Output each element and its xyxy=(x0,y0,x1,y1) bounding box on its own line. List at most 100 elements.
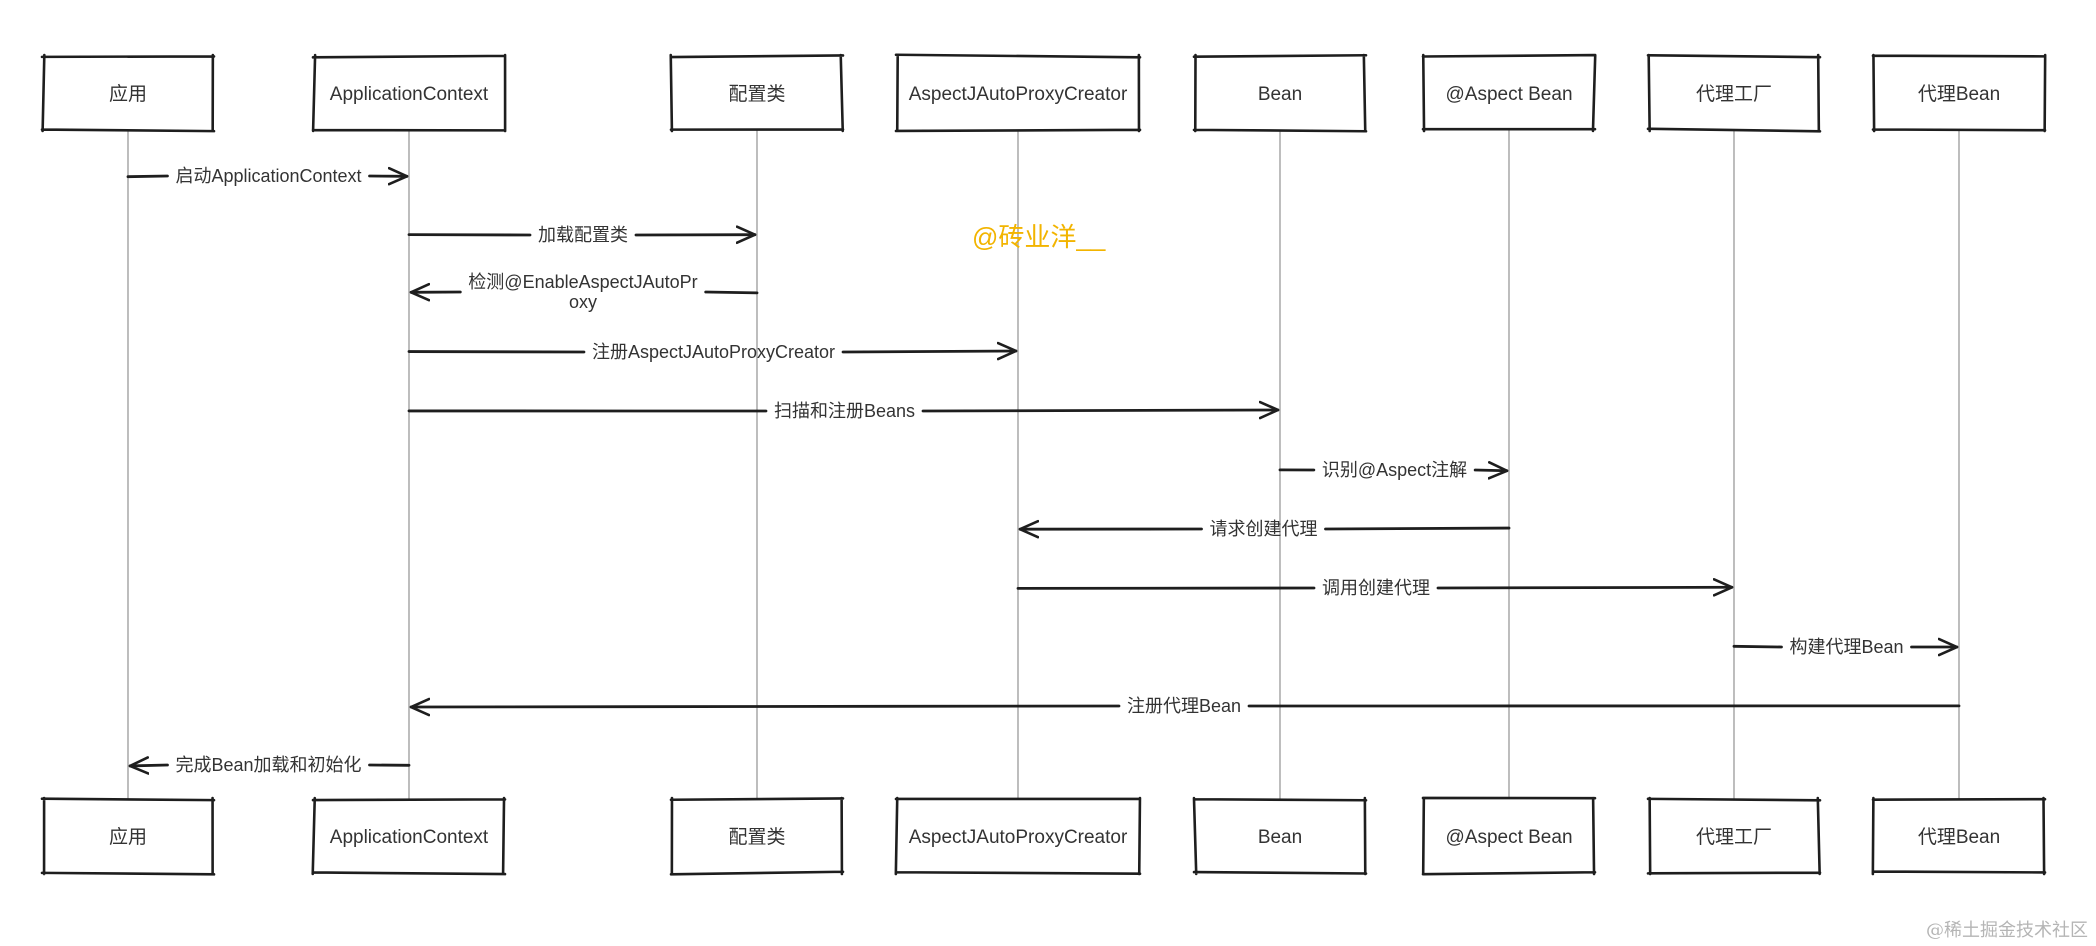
participant-box-fill xyxy=(43,56,213,130)
message-label: 识别@Aspect注解 xyxy=(1322,460,1467,480)
participant-label: 代理工厂 xyxy=(1696,83,1772,105)
participant-box-border xyxy=(669,796,845,876)
participant-box-fill xyxy=(1874,56,2044,130)
message-11: 完成Bean加载和初始化 xyxy=(128,755,411,775)
participant-box-border xyxy=(1192,796,1368,876)
participant-label: Bean xyxy=(1258,84,1302,105)
message-label: 请求创建代理 xyxy=(1210,519,1318,539)
participant-label: 应用 xyxy=(109,826,147,848)
message-arrow xyxy=(409,706,1121,707)
participant-box-border xyxy=(311,796,507,876)
participant-label: AspectJAutoProxyCreator xyxy=(909,84,1128,105)
participant-apc-top: AspectJAutoProxyCreator xyxy=(894,53,1142,133)
participant-box-fill xyxy=(314,799,504,873)
message-arrow xyxy=(128,765,169,766)
participant-label: ApplicationContext xyxy=(330,827,489,848)
message-arrow xyxy=(1473,470,1509,471)
message-4: 注册AspectJAutoProxyCreator xyxy=(407,342,1018,362)
message-6: 识别@Aspect注解 xyxy=(1278,460,1509,480)
message-label: 加载配置类 xyxy=(538,225,628,245)
participant-box-border xyxy=(1871,53,2047,133)
message-line xyxy=(1324,526,1511,531)
participant-box-border xyxy=(40,53,216,133)
participant-label: 配置类 xyxy=(728,83,785,105)
participant-cfg-top: 配置类 xyxy=(669,53,845,133)
participant-box-fill xyxy=(1195,56,1365,130)
message-9: 构建代理Bean xyxy=(1732,637,1959,657)
message-arrow xyxy=(1436,587,1734,588)
message-label: 构建代理Bean xyxy=(1789,637,1903,657)
participant-box-border xyxy=(311,53,507,133)
message-label: 检测@EnableAspectJAutoPr xyxy=(468,272,697,292)
participant-proxy-top: 代理Bean xyxy=(1871,53,2047,133)
participant-label: AspectJAutoProxyCreator xyxy=(909,827,1128,848)
participant-box-fill xyxy=(1649,56,1819,130)
participant-label: ApplicationContext xyxy=(330,84,489,105)
message-2: 加载配置类 xyxy=(407,225,757,245)
participant-box-fill xyxy=(43,799,213,873)
participant-ctx-bottom: ApplicationContext xyxy=(311,796,507,876)
participant-app-bottom: 应用 xyxy=(40,796,216,876)
participant-label: 代理Bean xyxy=(1918,826,2000,848)
message-label: 注册代理Bean xyxy=(1127,696,1241,716)
participant-factory-top: 代理工厂 xyxy=(1646,53,1822,133)
participant-box-fill xyxy=(897,56,1139,130)
participant-factory-bottom: 代理工厂 xyxy=(1646,796,1822,876)
message-label: 调用创建代理 xyxy=(1322,578,1430,598)
participant-app-top: 应用 xyxy=(40,53,216,133)
participant-label: 配置类 xyxy=(728,826,785,848)
participant-proxy-bottom: 代理Bean xyxy=(1871,796,2047,876)
participant-label: @Aspect Bean xyxy=(1445,827,1572,848)
participant-aspect-bottom: @Aspect Bean xyxy=(1421,796,1597,876)
message-line xyxy=(1732,644,1783,649)
participant-box-fill xyxy=(897,799,1139,873)
message-1: 启动ApplicationContext xyxy=(126,166,409,186)
participant-box-border xyxy=(1646,53,1822,133)
participant-box-fill xyxy=(1424,56,1594,130)
watermark-label: @砖业洋__ xyxy=(972,222,1106,252)
message-label: 扫描和注册Beans xyxy=(774,401,915,421)
participant-box-fill xyxy=(672,56,842,130)
participant-aspect-top: @Aspect Bean xyxy=(1421,53,1597,133)
participant-box-fill xyxy=(672,799,842,873)
footer-credit: @稀土掘金技术社区 xyxy=(1926,920,2088,941)
participant-ctx-top: ApplicationContext xyxy=(311,53,507,133)
participant-box-border xyxy=(894,53,1142,133)
message-label: 启动ApplicationContext xyxy=(175,166,361,186)
participant-box-border xyxy=(1646,796,1822,876)
participant-label: Bean xyxy=(1258,827,1302,848)
message-label: 完成Bean加载和初始化 xyxy=(175,755,361,775)
message-line xyxy=(704,290,759,295)
participant-box-fill xyxy=(1874,799,2044,873)
participant-cfg-bottom: 配置类 xyxy=(669,796,845,876)
message-8: 调用创建代理 xyxy=(1016,578,1734,598)
participant-box-border xyxy=(669,53,845,133)
participant-box-fill xyxy=(1424,799,1594,873)
participant-box-fill xyxy=(314,56,504,130)
participant-box-border xyxy=(40,796,216,876)
message-7: 请求创建代理 xyxy=(1018,519,1511,539)
message-5: 扫描和注册Beans xyxy=(407,401,1280,421)
participant-box-border xyxy=(1871,796,2047,876)
message-line xyxy=(126,174,169,179)
participant-box-border xyxy=(1421,796,1597,876)
participant-box-fill xyxy=(1649,799,1819,873)
participant-apc-bottom: AspectJAutoProxyCreator xyxy=(894,796,1142,876)
participant-label: @Aspect Bean xyxy=(1445,84,1572,105)
participant-box-border xyxy=(1192,53,1368,133)
participant-label: 代理Bean xyxy=(1918,83,2000,105)
message-arrow xyxy=(841,351,1018,352)
message-label: oxy xyxy=(569,292,597,312)
participant-label: 应用 xyxy=(109,83,147,105)
participant-box-border xyxy=(1421,53,1597,133)
message-arrow xyxy=(921,410,1280,411)
message-10: 注册代理Bean xyxy=(409,696,1961,716)
participant-bean-top: Bean xyxy=(1192,53,1368,133)
participant-label: 代理工厂 xyxy=(1696,826,1772,848)
participant-bean-bottom: Bean xyxy=(1192,796,1368,876)
message-label: 注册AspectJAutoProxyCreator xyxy=(592,342,835,362)
participant-box-border xyxy=(894,796,1142,876)
participant-box-fill xyxy=(1195,799,1365,873)
